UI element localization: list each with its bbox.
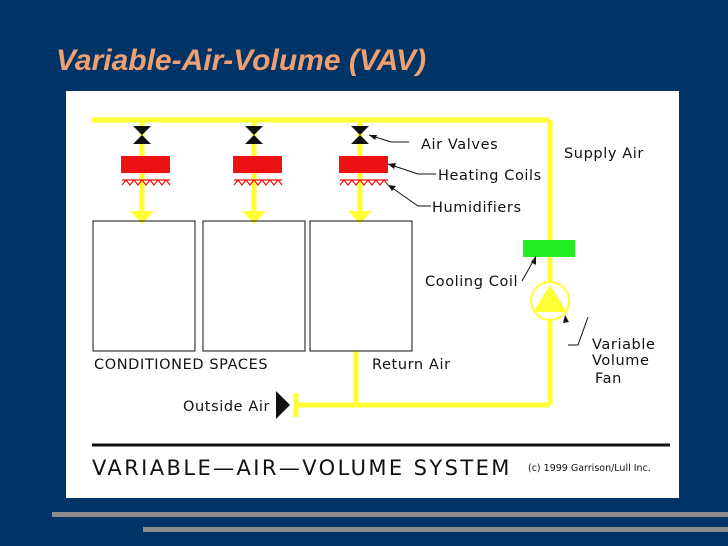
zone-3-branch: [339, 120, 389, 224]
diagram-copyright: (c) 1999 Garrison/Lull Inc.: [528, 463, 651, 474]
humidifier-icon: [339, 179, 389, 186]
air-valve-icon: [351, 126, 369, 135]
humidifier-icon: [121, 179, 171, 186]
decorative-bar-upper: [52, 512, 728, 517]
label-air-valves: Air Valves: [421, 137, 498, 153]
label-cooling-coil: Cooling Coil: [425, 274, 518, 290]
air-valve-icon: [245, 126, 263, 135]
conditioned-space-3: [309, 220, 413, 352]
zone-2-branch: [233, 120, 283, 224]
label-fan: Fan: [595, 371, 622, 387]
label-supply-air: Supply Air: [564, 146, 644, 162]
slide-title: Variable-Air-Volume (VAV): [56, 44, 427, 77]
label-outside-air: Outside Air: [183, 399, 270, 415]
label-return-air: Return Air: [372, 357, 451, 373]
humidifier-icon: [233, 179, 283, 186]
heating-coil: [121, 156, 170, 173]
zone-1-branch: [121, 120, 171, 224]
air-valve-icon: [133, 126, 151, 135]
heating-coil: [339, 156, 388, 173]
outside-air-damper-icon: [276, 391, 290, 419]
vav-system-diagram: Air Valves Supply Air Heating Coils Humi…: [66, 91, 679, 498]
diagram-canvas: Air Valves Supply Air Heating Coils Humi…: [92, 117, 670, 480]
decorative-bar-lower: [143, 527, 728, 532]
return-duct: [293, 351, 359, 417]
conditioned-space-2: [202, 220, 306, 352]
label-heating-coils: Heating Coils: [438, 168, 542, 184]
label-conditioned-spaces: CONDITIONED SPACES: [94, 357, 268, 373]
conditioned-space-1: [92, 220, 196, 352]
heating-coil: [233, 156, 282, 173]
label-humidifiers: Humidifiers: [432, 200, 522, 216]
supply-duct: [92, 117, 553, 408]
leader-arrowheads: [369, 135, 569, 323]
diagram-caption: VARIABLE—AIR—VOLUME SYSTEM: [92, 456, 512, 480]
leader-lines: [368, 134, 589, 346]
label-volume: Volume: [592, 353, 650, 369]
cooling-coil: [523, 240, 575, 257]
label-variable: Variable: [592, 337, 656, 353]
